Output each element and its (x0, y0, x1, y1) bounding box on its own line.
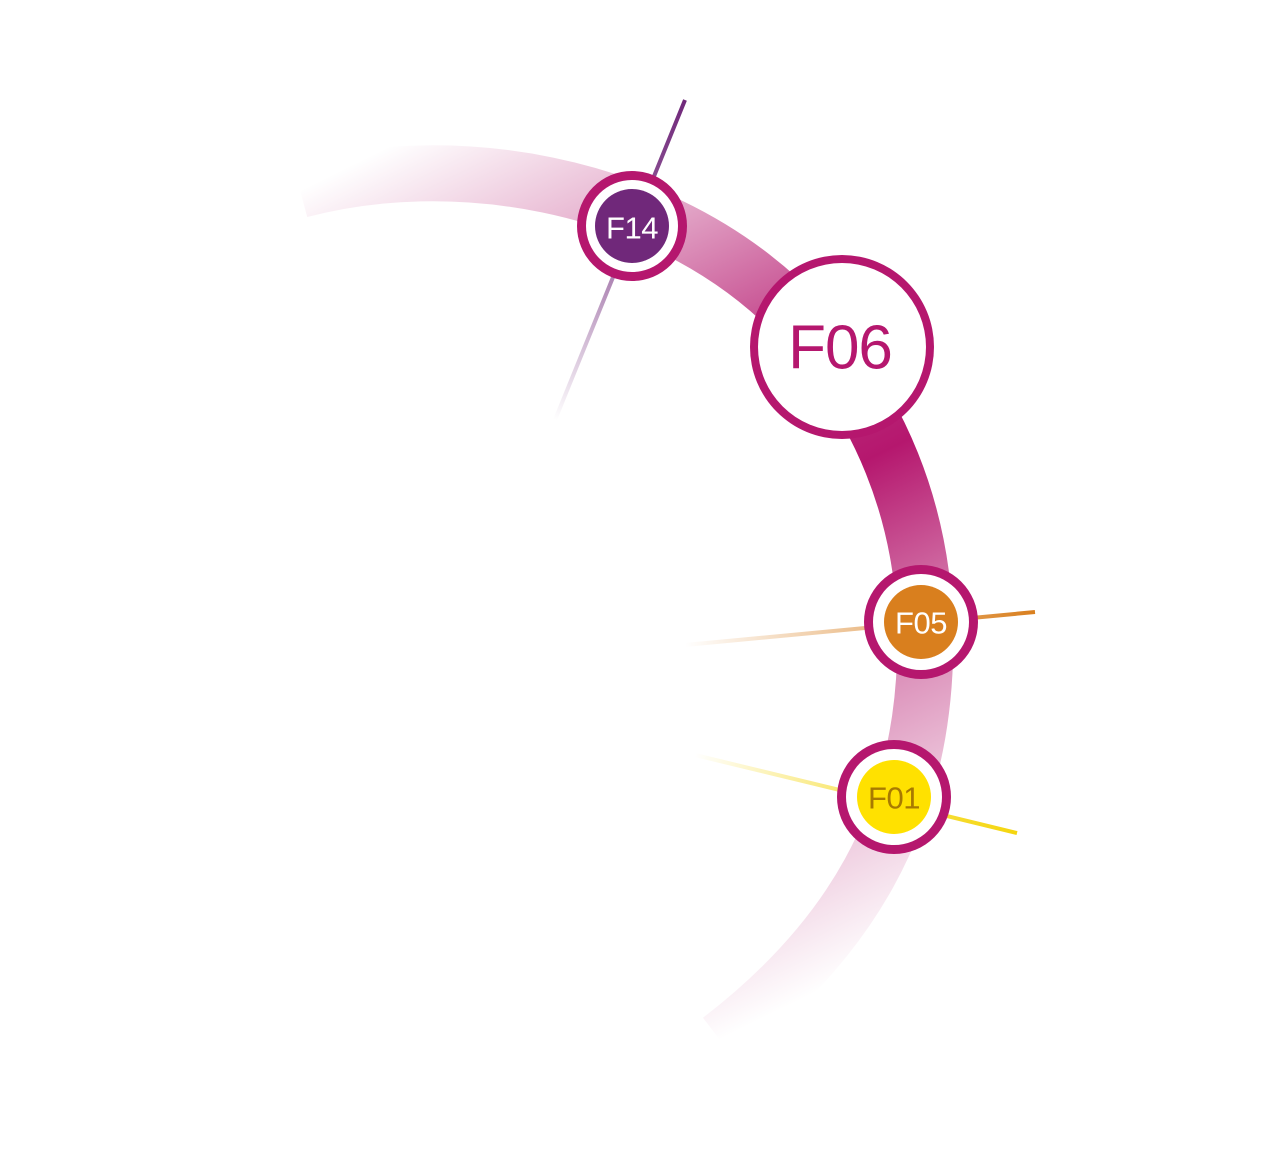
arc-band (292, 145, 954, 1063)
node-f06-label: F06 (788, 314, 892, 383)
node-f06-fill (758, 263, 926, 431)
node-f01-label: F01 (868, 781, 920, 816)
node-f06[interactable]: F06 (750, 255, 934, 439)
node-f05[interactable]: F05 (864, 565, 978, 679)
node-f01[interactable]: F01 (837, 740, 951, 854)
node-f14[interactable]: F14 (577, 171, 687, 281)
spoke-f05 (684, 610, 1036, 647)
node-f01-fill (857, 760, 931, 834)
node-f05-fill (884, 585, 958, 659)
node-f05-label: F05 (895, 606, 947, 641)
node-f14-fill (595, 189, 669, 263)
node-f14-label: F14 (606, 211, 658, 246)
